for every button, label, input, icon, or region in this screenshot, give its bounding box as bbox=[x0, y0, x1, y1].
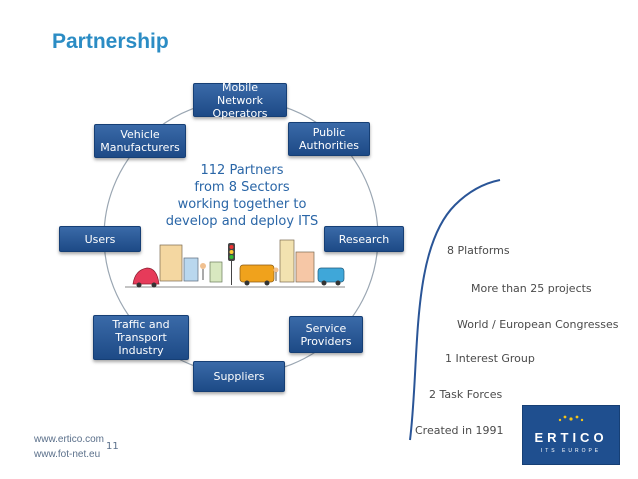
stat-created: Created in 1991 bbox=[415, 424, 504, 437]
logo-subtitle: ITS EUROPE bbox=[540, 448, 602, 454]
logo-name: ERTICO bbox=[534, 430, 608, 445]
sector-research: Research bbox=[324, 226, 404, 252]
stat-projects: More than 25 projects bbox=[471, 282, 592, 295]
ertico-logo: ERTICO ITS EUROPE bbox=[522, 405, 620, 465]
sector-users: Users bbox=[59, 226, 141, 252]
star-ring-icon bbox=[558, 415, 584, 422]
timeline-arc bbox=[409, 179, 501, 441]
city-traffic-illustration bbox=[125, 239, 345, 288]
stat-task-forces: 2 Task Forces bbox=[429, 388, 503, 401]
sector-mobile-network-operators: Mobile Network Operators bbox=[193, 81, 287, 120]
sector-vehicle-manufacturers: Vehicle Manufacturers bbox=[94, 124, 186, 158]
stat-platforms: 8 Platforms bbox=[447, 244, 510, 257]
footer-url-ertico[interactable]: www.ertico.com bbox=[34, 434, 105, 445]
slide-title: Partnership bbox=[52, 30, 169, 53]
sector-suppliers: Suppliers bbox=[193, 361, 285, 392]
stat-interest-group: 1 Interest Group bbox=[445, 352, 535, 365]
sector-service-providers: Service Providers bbox=[289, 316, 363, 353]
footer-url-fotnet[interactable]: www.fot-net.eu bbox=[34, 449, 101, 460]
stat-congresses: World / European Congresses bbox=[457, 318, 619, 331]
page-number: 11 bbox=[106, 441, 119, 452]
sector-public-authorities: Public Authorities bbox=[288, 122, 370, 156]
partners-summary-text: 112 Partners from 8 Sectors working toge… bbox=[165, 163, 319, 229]
sector-traffic-transport-industry: Traffic and Transport Industry bbox=[93, 315, 189, 360]
